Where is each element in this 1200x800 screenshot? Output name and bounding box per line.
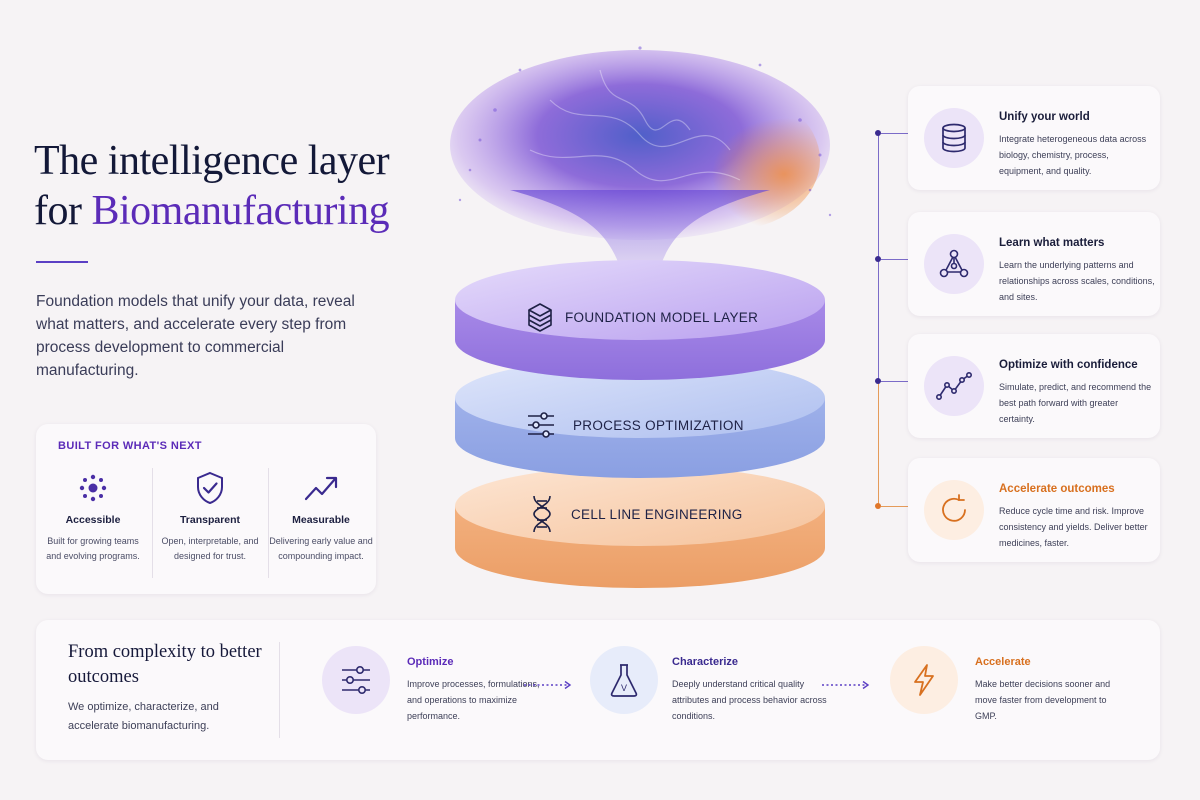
- pillar-title: Transparent: [179, 514, 241, 526]
- hero-title: The intelligence layer for Biomanufactur…: [34, 136, 474, 236]
- timeline-connector: [881, 381, 908, 382]
- feature-card-learn: Learn what matters Learn the underlying …: [908, 212, 1160, 316]
- hero-divider: [36, 261, 88, 263]
- foundation-model-disk: [455, 260, 825, 380]
- feature-title: Unify your world: [999, 111, 1090, 123]
- pillar-desc: Delivering early value and compounding i…: [269, 536, 373, 561]
- hero-description: Foundation models that unify your data, …: [36, 293, 355, 379]
- step-title-characterize: Characterize: [672, 656, 739, 668]
- layer-foundation-model: FOUNDATION MODEL LAYER: [527, 302, 758, 332]
- pillar-divider: [268, 468, 269, 578]
- network-icon: [73, 468, 113, 508]
- pillar-measurable: Measurable Delivering early value and co…: [264, 464, 378, 584]
- timeline-dot: [875, 378, 881, 384]
- shield-check-icon: [190, 468, 230, 508]
- pillar-title: Accessible: [65, 514, 121, 526]
- timeline-dot: [875, 503, 881, 509]
- graph-nodes-icon: [924, 234, 984, 294]
- step-desc: Deeply understand critical quality attri…: [672, 679, 827, 721]
- feature-card-accelerate: Accelerate outcomes Reduce cycle time an…: [908, 458, 1160, 562]
- line-chart-icon: [924, 356, 984, 416]
- layer-label: FOUNDATION MODEL LAYER: [565, 309, 759, 325]
- flask-label: V: [621, 683, 627, 693]
- timeline-line: [878, 133, 879, 506]
- feature-desc: Simulate, predict, and recommend the bes…: [999, 382, 1152, 424]
- timeline-line-accent: [878, 383, 879, 506]
- step-desc: Improve processes, formulations, and ope…: [407, 679, 540, 721]
- outcomes-panel: From complexity to better outcomes We op…: [36, 620, 1160, 760]
- pillar-divider: [152, 468, 153, 578]
- outcomes-title: From complexity to better outcomes: [68, 642, 262, 687]
- sliders-icon: [527, 412, 555, 438]
- dna-icon: [531, 494, 553, 534]
- pillar-title: Measurable: [292, 514, 350, 526]
- hero-title-line1: The intelligence layer: [34, 138, 390, 184]
- timeline-connector: [881, 259, 908, 260]
- built-for-heading: BUILT FOR WHAT'S NEXT: [58, 440, 202, 452]
- timeline-dot: [875, 130, 881, 136]
- sliders-icon: [322, 646, 390, 714]
- feature-title: Accelerate outcomes: [999, 483, 1115, 495]
- layers-stack-icon: [527, 302, 553, 332]
- refresh-cycle-icon: [924, 480, 984, 540]
- database-icon: [924, 108, 984, 168]
- dotted-arrow-icon: [524, 680, 572, 690]
- layer-cell-line-engineering: CELL LINE ENGINEERING: [531, 494, 743, 534]
- pillar-desc: Built for growing teams and evolving pro…: [46, 536, 140, 561]
- layer-label: PROCESS OPTIMIZATION: [573, 417, 744, 433]
- feature-title: Optimize with confidence: [999, 359, 1138, 371]
- timeline-connector: [881, 133, 908, 134]
- feature-desc: Integrate heterogeneous data across biol…: [999, 134, 1147, 176]
- pillar-accessible: Accessible Built for growing teams and e…: [36, 464, 150, 584]
- trend-arrow-icon: [301, 468, 341, 508]
- step-title-accelerate: Accelerate: [975, 656, 1031, 668]
- hero-title-for: for: [34, 188, 92, 234]
- outcomes-divider: [279, 642, 280, 738]
- layer-label: CELL LINE ENGINEERING: [571, 506, 743, 522]
- layer-process-optimization: PROCESS OPTIMIZATION: [527, 412, 744, 438]
- hero-title-accent: Biomanufacturing: [91, 188, 390, 234]
- built-for-card: BUILT FOR WHAT'S NEXT Accessible Built f…: [36, 424, 376, 594]
- feature-desc: Learn the underlying patterns and relati…: [999, 260, 1155, 302]
- dotted-arrow-icon: [822, 680, 870, 690]
- step-title-optimize: Optimize: [407, 656, 454, 668]
- process-optimization-disk: [455, 358, 825, 478]
- feature-card-optimize: Optimize with confidence Simulate, predi…: [908, 334, 1160, 438]
- step-desc: Make better decisions sooner and move fa…: [975, 679, 1111, 721]
- feature-title: Learn what matters: [999, 237, 1105, 249]
- timeline-dot: [875, 256, 881, 262]
- data-cloud: [450, 46, 832, 295]
- timeline-connector: [881, 506, 908, 507]
- pillar-desc: Open, interpretable, and designed for tr…: [161, 536, 259, 561]
- feature-card-unify: Unify your world Integrate heterogeneous…: [908, 86, 1160, 190]
- flask-icon: V: [590, 646, 658, 714]
- stack-illustration: [450, 46, 832, 588]
- lightning-icon: [890, 646, 958, 714]
- pillar-transparent: Transparent Open, interpretable, and des…: [153, 464, 267, 584]
- feature-desc: Reduce cycle time and risk. Improve cons…: [999, 506, 1148, 548]
- outcomes-desc: We optimize, characterize, and accelerat…: [68, 701, 219, 732]
